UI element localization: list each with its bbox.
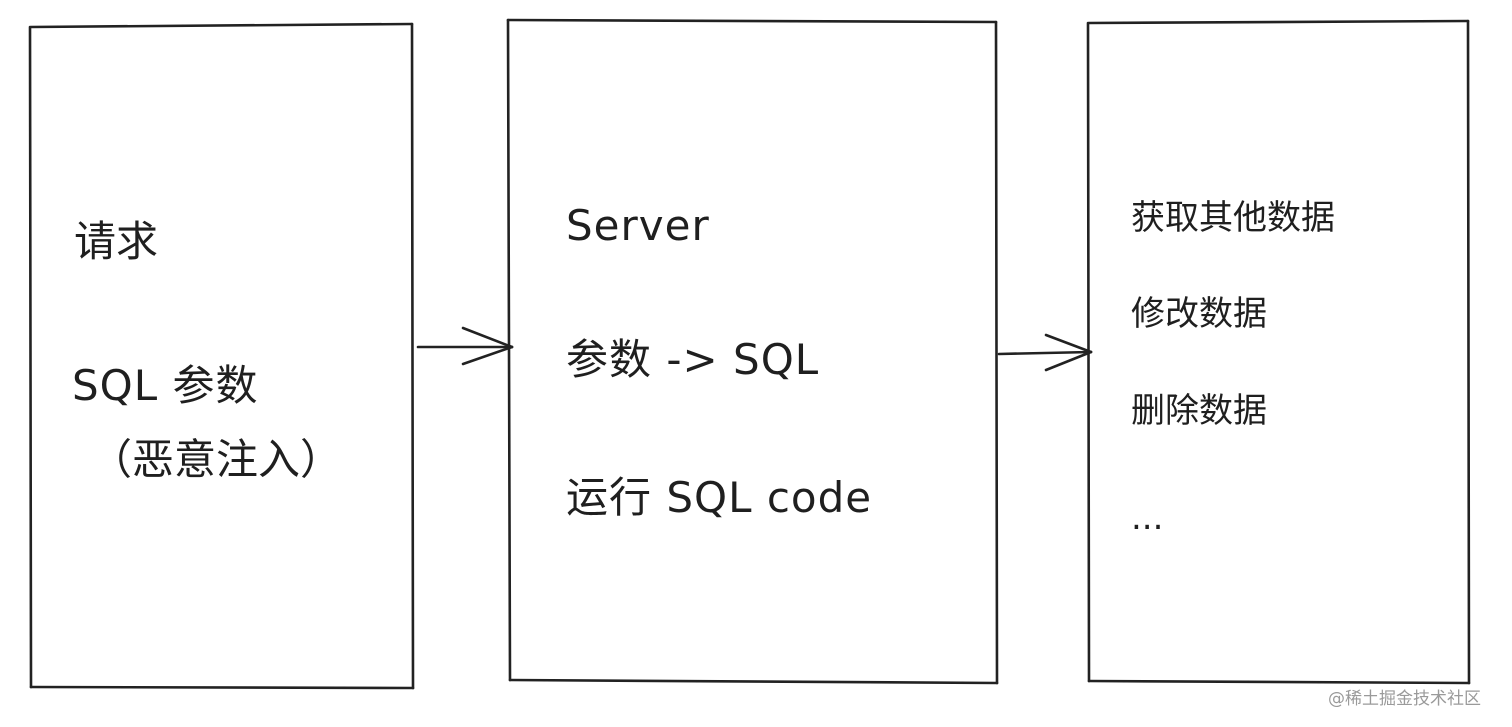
server-title: Server — [566, 201, 710, 250]
result-box — [1086, 19, 1471, 685]
watermark: @稀土掘金技术社区 — [1328, 689, 1481, 709]
result-item-delete-data: 删除数据 — [1131, 391, 1267, 431]
request-sql-params: SQL 参数 — [72, 361, 259, 410]
result-item-get-other-data: 获取其他数据 — [1131, 198, 1335, 238]
server-run-sql-code: 运行 SQL code — [566, 473, 873, 522]
request-title: 请求 — [74, 217, 159, 266]
arrow-request-to-server — [416, 326, 514, 366]
result-item-ellipsis: ... — [1131, 498, 1164, 538]
result-item-modify-data: 修改数据 — [1131, 294, 1267, 334]
server-box — [506, 18, 999, 685]
request-malicious-injection: （恶意注入） — [90, 435, 343, 484]
server-params-to-sql: 参数 -> SQL — [566, 335, 820, 384]
arrow-server-to-result — [997, 333, 1093, 372]
request-box — [28, 22, 415, 690]
